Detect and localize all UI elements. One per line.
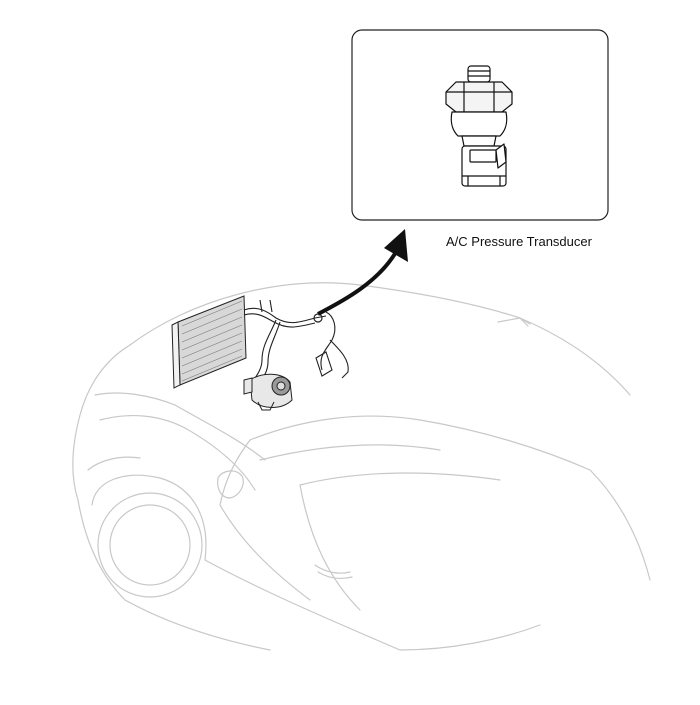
transducer-caption: A/C Pressure Transducer [446, 234, 592, 249]
compressor-icon [243, 373, 293, 411]
condenser-icon [171, 295, 247, 389]
pressure-transducer-icon [445, 65, 513, 187]
refrigerant-lines [243, 299, 349, 389]
vehicle-outline-icon [72, 282, 651, 651]
callout-arrow-icon [317, 229, 408, 316]
